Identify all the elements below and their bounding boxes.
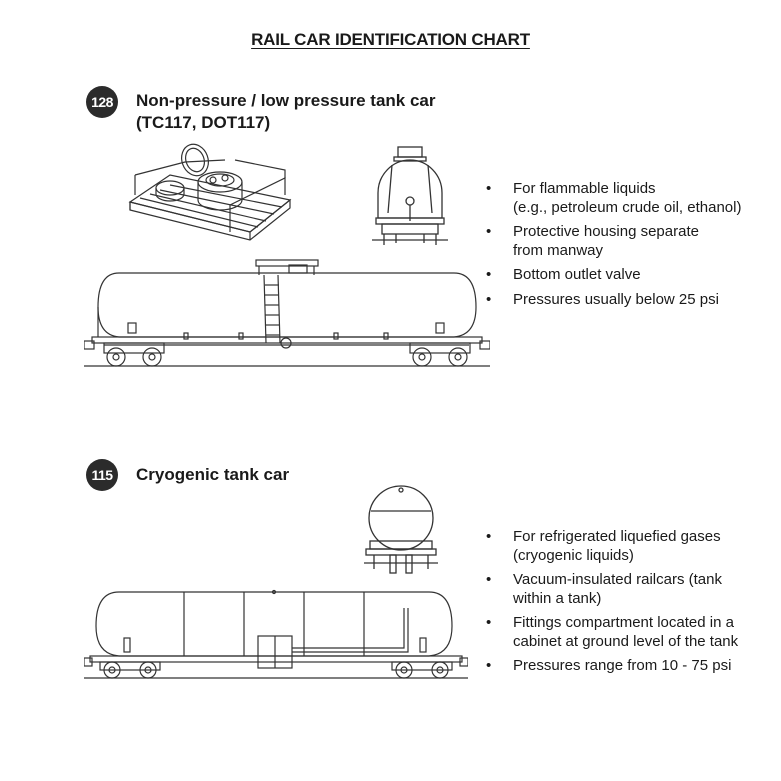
badge-128: 128 xyxy=(86,86,118,118)
list-item: Fittings compartment located in acabinet… xyxy=(486,614,738,651)
cryogenic-car-end-view xyxy=(362,483,440,580)
section-128-bullets: For flammable liquids(e.g., petroleum cr… xyxy=(486,180,741,315)
section-128-heading-line1: Non-pressure / low pressure tank car xyxy=(136,91,436,110)
list-item: For refrigerated liquefied gases(cryogen… xyxy=(486,528,738,565)
section-128-heading: Non-pressure / low pressure tank car (TC… xyxy=(136,90,436,134)
cryogenic-car-side-view xyxy=(84,588,468,680)
list-item: Pressures range from 10 - 75 psi xyxy=(486,657,738,676)
list-item: For flammable liquids(e.g., petroleum cr… xyxy=(486,180,741,217)
list-item: Pressures usually below 25 psi xyxy=(486,291,741,310)
tank-car-end-view xyxy=(370,143,450,251)
badge-115: 115 xyxy=(86,459,118,491)
manway-platform-illustration xyxy=(125,140,295,245)
section-115-bullets: For refrigerated liquefied gases(cryogen… xyxy=(486,528,738,682)
chart-title: RAIL CAR IDENTIFICATION CHART xyxy=(251,30,530,49)
section-115-heading-line1: Cryogenic tank car xyxy=(136,465,290,484)
section-128-heading-line2: (TC117, DOT117) xyxy=(136,113,271,132)
tank-car-side-view xyxy=(84,255,490,370)
list-item: Bottom outlet valve xyxy=(486,266,741,285)
section-115-heading: Cryogenic tank car xyxy=(136,464,289,486)
